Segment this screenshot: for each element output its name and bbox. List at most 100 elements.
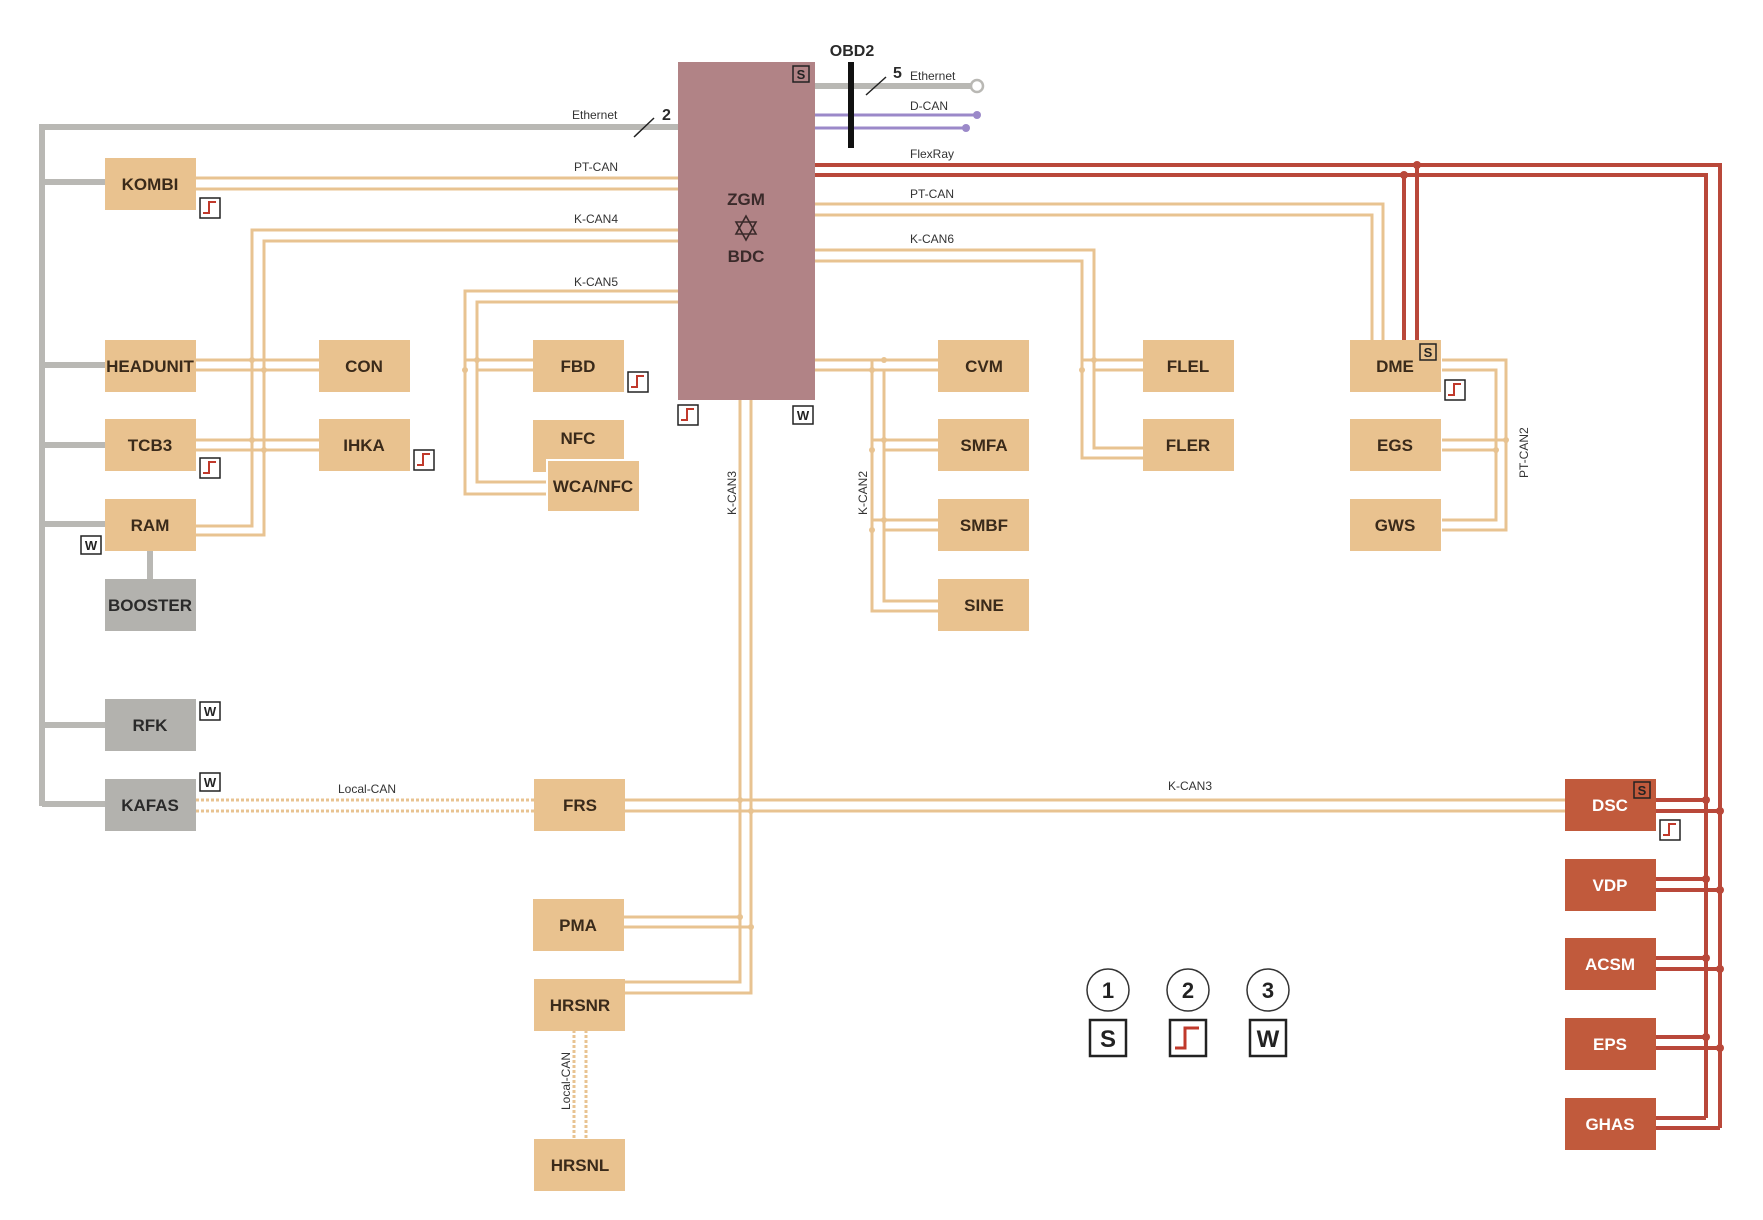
module-dsc[interactable]: DSC	[1565, 779, 1656, 831]
can-buses	[196, 176, 1568, 995]
module-label: GHAS	[1585, 1115, 1634, 1134]
d-can-port-icon	[962, 124, 970, 132]
module-wca-nfc[interactable]: WCA/NFC	[546, 459, 641, 513]
bus-label-ethernet: Ethernet	[910, 69, 956, 83]
module-label: FBD	[561, 357, 596, 376]
d-can-port-icon	[973, 111, 981, 119]
callout-line	[633, 117, 655, 138]
module-cvm[interactable]: CVM	[938, 340, 1029, 392]
legend: 1 S 2 3 W	[1086, 968, 1290, 1058]
module-ihka[interactable]: IHKA	[319, 419, 410, 471]
module-label: DME	[1376, 357, 1414, 376]
module-kombi[interactable]: KOMBI	[105, 158, 196, 210]
module-fbd[interactable]: FBD	[533, 340, 624, 392]
module-label: KOMBI	[122, 175, 179, 194]
legend-item-3: 3 W	[1246, 968, 1290, 1058]
d-can-bus	[815, 113, 975, 130]
module-label: WCA/NFC	[553, 477, 633, 496]
module-label: IHKA	[343, 436, 385, 455]
callout-number: 2	[662, 107, 671, 124]
legend-item-1: 1 S	[1086, 968, 1130, 1058]
module-label: EPS	[1593, 1035, 1627, 1054]
svg-text:3: 3	[1262, 978, 1274, 1003]
local-can-bus	[196, 798, 588, 1140]
module-hrsnr[interactable]: HRSNR	[534, 979, 625, 1031]
bus-label-pt-can: PT-CAN	[574, 160, 618, 174]
obd2-label: OBD2	[830, 43, 875, 60]
module-kafas[interactable]: KAFAS	[105, 779, 196, 831]
wake-up-step-icon	[199, 457, 221, 479]
module-tcb3[interactable]: TCB3	[105, 419, 196, 471]
ethernet-port-icon	[969, 78, 985, 94]
module-label: KAFAS	[121, 796, 179, 815]
module-sine[interactable]: SINE	[938, 579, 1029, 631]
s-marker: S	[792, 65, 810, 83]
wake-up-step-icon	[1175, 1026, 1199, 1050]
w-marker: W	[199, 772, 221, 792]
bus-label-flexray: FlexRay	[910, 147, 954, 161]
module-label: NFC	[561, 429, 596, 448]
module-label: ACSM	[1585, 955, 1635, 974]
wake-up-step-icon	[677, 404, 699, 426]
module-frs[interactable]: FRS	[534, 779, 625, 831]
bus-label-k-can3-vertical: K-CAN3	[725, 471, 739, 515]
bus-label-k-can3: K-CAN3	[1168, 779, 1212, 793]
bus-label-ethernet: Ethernet	[572, 108, 618, 122]
flexray-junction-dots	[1400, 161, 1724, 1052]
module-vdp[interactable]: VDP	[1565, 859, 1656, 911]
module-label: EGS	[1377, 436, 1413, 455]
bus-label-pt-can: PT-CAN	[910, 187, 954, 201]
module-label: HEADUNIT	[106, 357, 194, 376]
module-label: RFK	[133, 716, 169, 735]
svg-text:S: S	[1100, 1026, 1116, 1053]
bus-label-local-can: Local-CAN	[338, 782, 396, 796]
svg-text:1: 1	[1102, 978, 1114, 1003]
svg-text:W: W	[204, 775, 217, 790]
module-label: GWS	[1375, 516, 1416, 535]
wake-up-step-icon	[413, 449, 435, 471]
gateway-label-bdc: BDC	[728, 247, 765, 266]
module-gws[interactable]: GWS	[1350, 499, 1441, 551]
svg-text:S: S	[797, 67, 806, 82]
module-acsm[interactable]: ACSM	[1565, 938, 1656, 990]
bus-label-k-can5: K-CAN5	[574, 275, 618, 289]
module-smfa[interactable]: SMFA	[938, 419, 1029, 471]
s-marker: S	[1633, 781, 1651, 799]
w-marker: W	[792, 405, 814, 425]
module-fler[interactable]: FLER	[1143, 419, 1234, 471]
module-ram[interactable]: RAM	[105, 499, 196, 551]
module-dme[interactable]: DME	[1350, 340, 1441, 392]
module-label: FLEL	[1167, 357, 1210, 376]
module-label: PMA	[559, 916, 597, 935]
module-label: FRS	[563, 796, 597, 815]
module-label: DSC	[1592, 796, 1628, 815]
svg-text:W: W	[797, 408, 810, 423]
module-label: SINE	[964, 596, 1004, 615]
module-headunit[interactable]: HEADUNIT	[105, 340, 196, 392]
star-of-david-icon	[734, 214, 758, 242]
bus-label-local-can-vertical: Local-CAN	[559, 1052, 573, 1110]
svg-text:S: S	[1638, 783, 1647, 798]
module-egs[interactable]: EGS	[1350, 419, 1441, 471]
svg-text:S: S	[1424, 345, 1433, 360]
module-booster[interactable]: BOOSTER	[105, 579, 196, 631]
module-ghas[interactable]: GHAS	[1565, 1098, 1656, 1150]
module-con[interactable]: CON	[319, 340, 410, 392]
module-pma[interactable]: PMA	[533, 899, 624, 951]
module-eps[interactable]: EPS	[1565, 1018, 1656, 1070]
bus-label-d-can: D-CAN	[910, 99, 948, 113]
module-label: SMBF	[960, 516, 1008, 535]
bus-label-k-can6: K-CAN6	[910, 232, 954, 246]
svg-text:2: 2	[1182, 978, 1194, 1003]
module-label: FLER	[1166, 436, 1210, 455]
module-smbf[interactable]: SMBF	[938, 499, 1029, 551]
module-flel[interactable]: FLEL	[1143, 340, 1234, 392]
legend-item-2: 2	[1166, 968, 1210, 1058]
gateway-label-zgm: ZGM	[727, 190, 765, 209]
wake-up-step-icon	[627, 371, 649, 393]
zgm-bdc-gateway[interactable]: ZGM BDC	[678, 62, 815, 400]
module-rfk[interactable]: RFK	[105, 699, 196, 751]
module-hrsnl[interactable]: HRSNL	[534, 1139, 625, 1191]
